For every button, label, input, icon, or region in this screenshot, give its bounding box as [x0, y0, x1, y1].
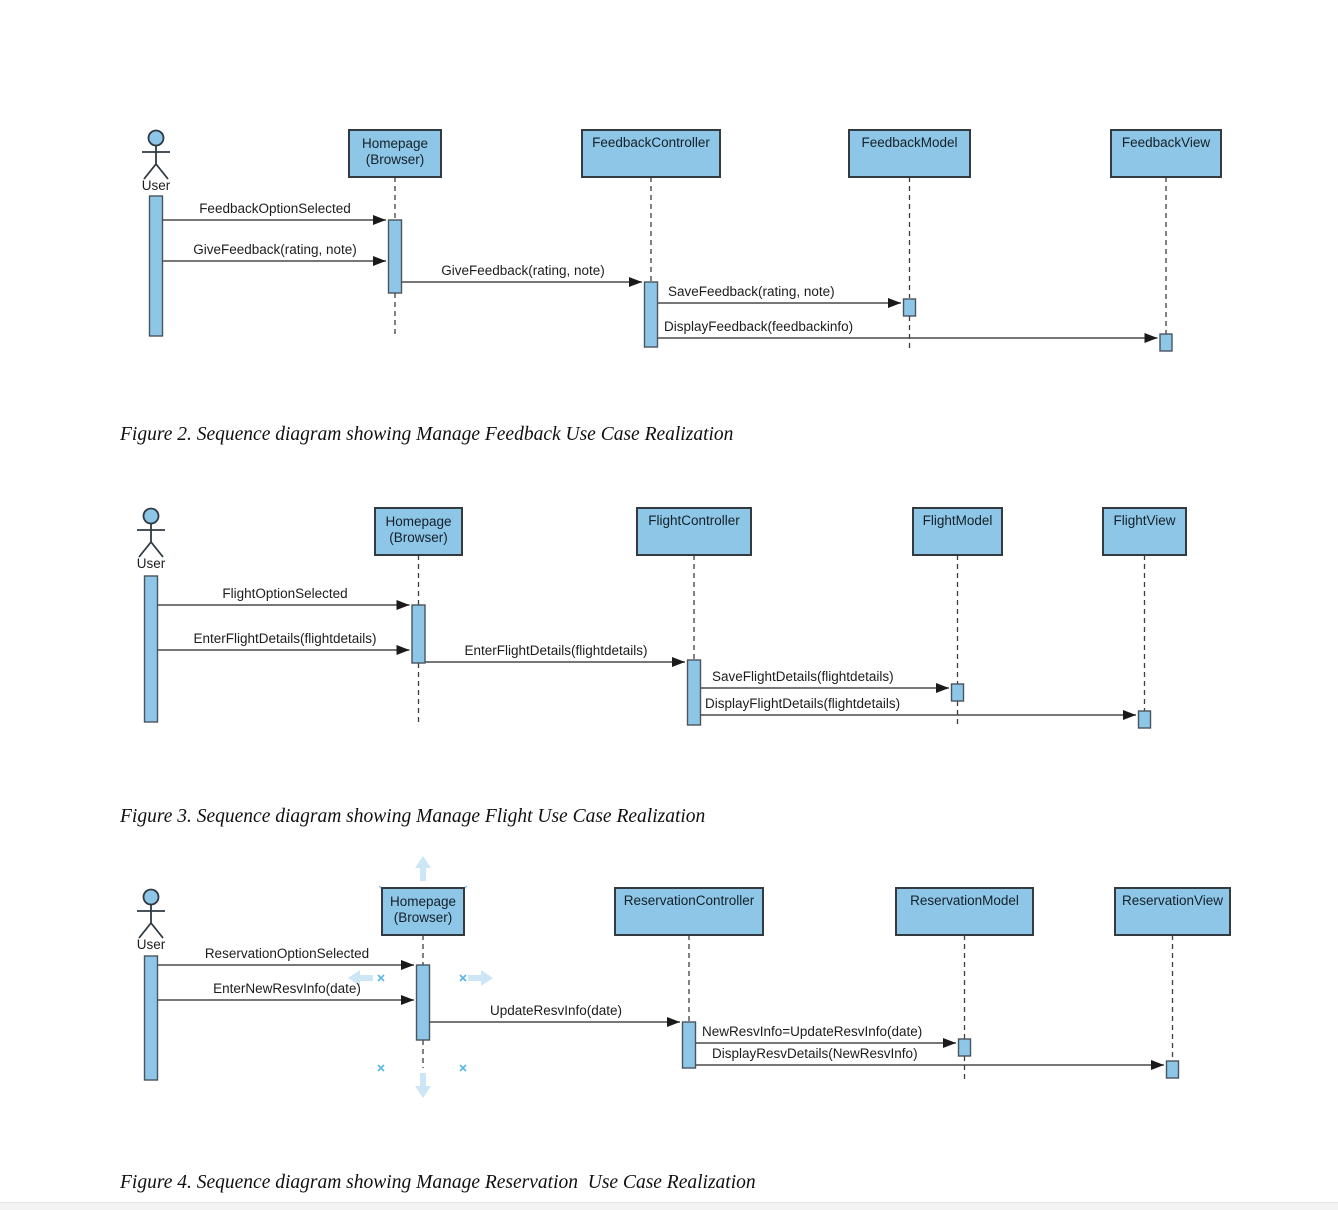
actor-user-icon [137, 888, 165, 939]
participant-label: Homepage [390, 894, 456, 909]
message-label: NewResvInfo=UpdateResvInfo(date) [702, 1024, 922, 1039]
activation-bar-homepage [415, 964, 431, 1041]
participant-label: Homepage [385, 514, 451, 529]
message-label: UpdateResvInfo(date) [490, 1003, 622, 1018]
participant-box-feedbackmodel [848, 129, 971, 178]
participant-label: ReservationModel [910, 893, 1019, 908]
activation-bar-model [950, 683, 965, 702]
actor-head [147, 129, 165, 147]
participant-label: ReservationView [1122, 893, 1223, 908]
actor-head [142, 888, 160, 906]
move-left-arrow-icon [348, 970, 373, 986]
participant-label: (Browser) [389, 530, 448, 545]
move-right-arrow-icon [468, 970, 493, 986]
message-label: GiveFeedback(rating, note) [441, 263, 605, 278]
figure-3-caption: Figure 3. Sequence diagram showing Manag… [120, 806, 706, 827]
participant-box-homepage [381, 887, 465, 936]
participant-box-feedbackcontroller [581, 129, 721, 178]
activation-bar-view [1137, 710, 1152, 729]
participant-label: FeedbackController [592, 135, 710, 150]
page-edge-strip [0, 1202, 1338, 1210]
message-label: DisplayResvDetails(NewResvInfo) [712, 1046, 918, 1061]
participant-box-feedbackview [1110, 129, 1222, 178]
participant-box-reservationview [1114, 887, 1231, 936]
participant-label: FlightController [648, 513, 740, 528]
actor-leg-left [138, 922, 152, 939]
message-label: SaveFeedback(rating, note) [668, 284, 835, 299]
participant-box-reservationmodel [895, 887, 1034, 936]
participant-label: FlightModel [923, 513, 993, 528]
handle-x-icon [459, 1064, 467, 1072]
actor-user-icon [142, 129, 170, 180]
handle-x-icon [459, 974, 467, 982]
participant-label: ReservationController [624, 893, 755, 908]
participant-label: (Browser) [394, 910, 453, 925]
activation-bar-model [902, 298, 917, 317]
message-label: DisplayFlightDetails(flightdetails) [705, 696, 900, 711]
message-label: EnterFlightDetails(flightdetails) [464, 643, 647, 658]
actor-label: User [137, 937, 166, 952]
figure-4-caption: Figure 4. Sequence diagram showing Manag… [120, 1172, 756, 1193]
participant-label: Homepage [362, 136, 428, 151]
actor-leg-right [150, 541, 164, 558]
activation-bar-controller [643, 281, 659, 348]
participant-label: FeedbackModel [861, 135, 957, 150]
actor-user-icon [137, 507, 165, 558]
move-down-arrow-icon [415, 1073, 431, 1098]
participant-label: FeedbackView [1122, 135, 1211, 150]
message-label: SaveFlightDetails(flightdetails) [712, 669, 894, 684]
participant-box-flightmodel [912, 507, 1003, 556]
participant-label: FlightView [1113, 513, 1175, 528]
message-label: GiveFeedback(rating, note) [193, 242, 357, 257]
sequence-diagram-flight: User Homepage (Browser) FlightController… [137, 507, 1187, 729]
activation-bar-view [1159, 333, 1173, 352]
message-label: FeedbackOptionSelected [199, 201, 351, 216]
sequence-diagram-reservation: User Homepage (Browser) [137, 856, 1231, 1098]
activation-bar-user [148, 195, 164, 337]
actor-label: User [137, 556, 166, 571]
actor-label: User [142, 178, 171, 193]
message-label: DisplayFeedback(feedbackinfo) [664, 319, 853, 334]
activation-bar-homepage [387, 219, 403, 294]
participant-label: (Browser) [366, 152, 425, 167]
actor-leg-left [138, 541, 152, 558]
participant-box-flightview [1102, 507, 1187, 556]
participant-box-homepage [348, 129, 442, 178]
actor-head [142, 507, 160, 525]
activation-bar-controller [686, 659, 702, 726]
message-label: EnterNewResvInfo(date) [213, 981, 361, 996]
message-label: FlightOptionSelected [222, 586, 347, 601]
actor-leg-left [143, 163, 157, 180]
activation-bar-user [143, 955, 159, 1081]
activation-bar-homepage [411, 604, 426, 664]
figure-2-caption: Figure 2. Sequence diagram showing Manag… [120, 424, 734, 445]
message-label: EnterFlightDetails(flightdetails) [193, 631, 376, 646]
activation-bar-view [1165, 1060, 1180, 1079]
handle-x-icon [377, 1064, 385, 1072]
activation-bar-user [143, 575, 159, 723]
move-up-arrow-icon [415, 856, 431, 881]
actor-leg-right [155, 163, 169, 180]
message-label: ReservationOptionSelected [205, 946, 369, 961]
sequence-diagram-feedback: User Homepage (Browser) FeedbackControll… [142, 129, 1222, 352]
participant-box-flightcontroller [636, 507, 752, 556]
participant-box-homepage [374, 507, 463, 556]
activation-bar-controller [681, 1021, 697, 1069]
participant-box-reservationcontroller [614, 887, 764, 936]
actor-leg-right [150, 922, 164, 939]
activation-bar-model [957, 1038, 972, 1057]
handle-x-icon [377, 974, 385, 982]
